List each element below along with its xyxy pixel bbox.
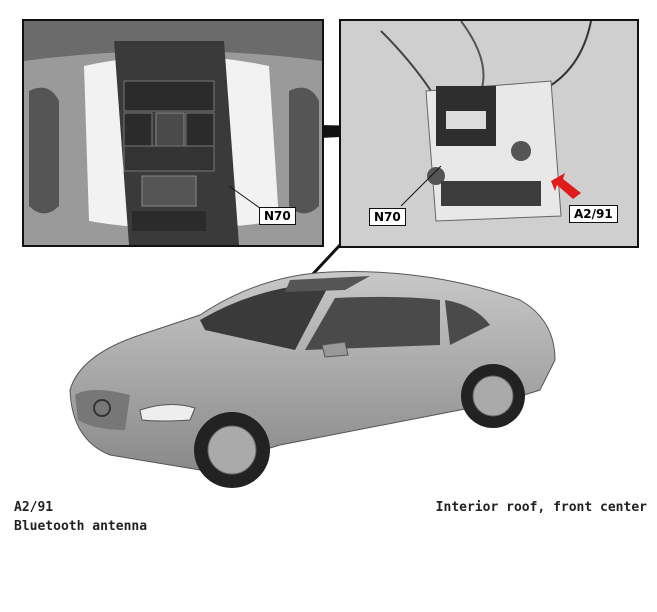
side-mirror [321, 341, 349, 358]
emblem-icon [93, 399, 111, 417]
front-grille [75, 390, 130, 430]
headlight [139, 404, 196, 422]
rear-window [445, 300, 490, 345]
antenna-highlight-arrow [551, 173, 581, 199]
caption-component-code: A2/91 [14, 500, 54, 515]
callout-n70-right: N70 [369, 208, 406, 226]
detail-panel-overhead-control: N70 [22, 19, 324, 247]
callout-n70-left: N70 [259, 207, 296, 225]
overhead-control-illustration [24, 21, 322, 245]
caption-component-name: Bluetooth antenna [14, 519, 148, 534]
callout-a2-91: A2/91 [569, 205, 618, 223]
windshield [200, 283, 330, 350]
detail-panel-roof-module: N70 A2/91 [339, 19, 639, 248]
side-windows [305, 296, 440, 350]
sunroof [285, 276, 370, 292]
caption-location: Interior roof, front center [435, 500, 647, 515]
